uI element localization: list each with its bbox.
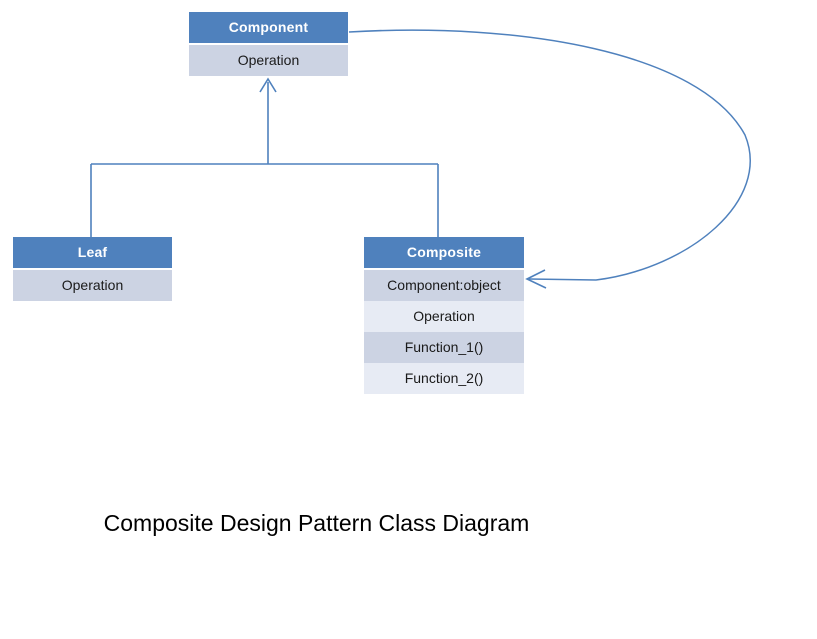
uml-member-operation: Operation <box>189 45 348 76</box>
uml-class-composite[interactable]: Composite Component:object Operation Fun… <box>364 237 524 394</box>
uml-member-component-object: Component:object <box>364 270 524 301</box>
uml-class-component[interactable]: Component Operation <box>189 12 348 76</box>
association-arrowhead-icon <box>525 269 547 289</box>
uml-class-component-name: Component <box>189 12 348 43</box>
uml-class-leaf-members: Operation <box>13 270 172 301</box>
association-curve-connector <box>348 29 751 281</box>
uml-class-component-members: Operation <box>189 45 348 76</box>
uml-member-operation: Operation <box>13 270 172 301</box>
uml-class-composite-name: Composite <box>364 237 524 268</box>
uml-class-leaf[interactable]: Leaf Operation <box>13 237 172 301</box>
uml-member-function-1: Function_1() <box>364 332 524 363</box>
uml-class-leaf-name: Leaf <box>13 237 172 268</box>
generalization-connector <box>90 77 439 237</box>
uml-class-composite-members: Component:object Operation Function_1() … <box>364 270 524 394</box>
diagram-title: Composite Design Pattern Class Diagram <box>103 510 530 536</box>
uml-member-operation: Operation <box>364 301 524 332</box>
uml-member-function-2: Function_2() <box>364 363 524 394</box>
